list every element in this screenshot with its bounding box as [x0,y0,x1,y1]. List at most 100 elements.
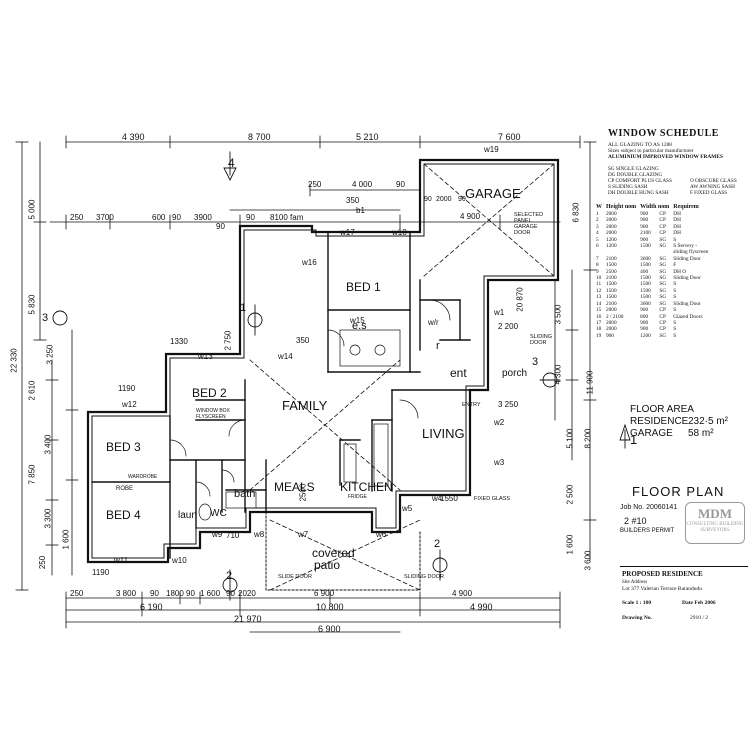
table-cell: 900 [640,211,649,217]
section-marker-2-right: 2 [434,538,441,550]
table-cell: 2100 [606,275,617,282]
table-cell: 1500 [640,262,651,269]
dim-right-4: 11 900 [585,370,595,395]
table-cell: SG [659,268,667,275]
note-sliding: SLIDING DOOR [530,334,553,346]
dim-row2-7: 350 [346,196,360,205]
note-window-opening: WINDOW BOX [196,408,230,414]
dim-row2-8: b1 [356,206,365,215]
table-row: sliding flyscreen [596,249,711,255]
dim-left-2: 22 330 [9,348,19,373]
dim-overall-width: 21 970 [234,614,262,624]
dim-right-2: 20 870 [515,287,525,312]
table-cell: 2000 [606,307,617,314]
floor-area-garage-label: GARAGE [630,428,673,439]
dimension-lines-bottom [65,591,561,633]
dim-left-9: 250 [38,555,48,570]
dim-bottom1-6: 90 [226,589,235,598]
table-cell: DH [673,211,681,217]
table-cell: 11 [596,281,602,288]
key-left-4: DH DOUBLE HUNG SASH [608,190,669,196]
table-header-row: W Height nom Width nom Requirem [596,204,711,211]
schedule-line-1: ALL GLAZING TO AS 1288 [608,142,672,148]
room-label-family: FAMILY [282,398,328,413]
table-cell: 900 [640,319,649,326]
dim-bottom1-3: 1800 [166,589,184,598]
dim-row2-9: 90 [424,196,432,203]
table-cell: 9 [596,268,599,275]
dim-misc-0: 1330 [170,337,188,346]
dim-misc-3: 2 200 [498,322,519,331]
table-cell: DH [673,217,681,224]
dim-misc-6: 90 [216,222,225,231]
note-wardrobe: WARDROBE [128,474,158,480]
table-cell: Sliding Door [673,275,701,282]
table-cell: 6 [596,243,599,250]
schedule-line-3: ALUMINIUM IMPROVED WINDOW FRAMES [608,154,723,160]
room-label-kitchen: KITCHEN [340,480,393,494]
stamp-job-no: Job No. 20060141 [620,504,678,511]
room-label-ensuite: e.s [352,320,367,332]
stamp-logo-sub: CONSULTING BUILDING SURVEYORS [686,522,744,533]
table-cell: 3600 [640,300,651,307]
table-cell: 1200 [606,236,617,243]
window-label-w11: w11 [114,556,129,565]
dimension-lines-left [15,141,79,591]
dim-right-1: 3 500 [553,304,563,325]
site-address: Lot 377 Valerian Terrace Barandudu [622,586,703,592]
section-marker-3-left: 3 [42,312,49,324]
table-cell: 5 [596,236,599,243]
key-right-2: F FIXED GLASS [690,190,728,196]
stamp-builders-permit: BUILDERS PERMIT [620,528,675,534]
door-swings [169,299,451,497]
table-cell: 2 / 2100 [606,313,624,320]
table-cell: 900 [606,332,614,339]
table-cell: SG [659,236,667,243]
date: Date Feb 2006 [682,600,716,606]
table-cell: 1200 [640,332,651,339]
table-cell: 900 [640,326,649,333]
table-cell: SG [659,300,667,307]
table-cell: 13 [596,294,602,301]
table-cell: 2000 [606,211,617,217]
dim-left-3: 2 610 [27,380,37,401]
dim-right-3: 4 300 [553,364,563,385]
table-cell: 2000 [606,223,617,230]
table-cell: DH [673,223,681,230]
dim-misc-8: 2500 [298,483,308,502]
table-cell: Glazed Doors [673,313,703,320]
dim-misc-5: 3 250 [498,400,519,409]
table-cell: 2100 [640,230,651,237]
table-cell: 2000 [606,326,617,333]
dim-top-3: 7 600 [498,132,521,142]
table-cell: 17 [596,319,602,326]
window-label-w19: w19 [484,145,499,154]
dim-row2-3: 90 [172,213,181,222]
dim-left-7: 3 300 [43,508,53,529]
table-cell: S [673,287,677,294]
dim-misc-9: 350 [296,336,310,345]
dim-bottom1-0: 250 [70,589,84,598]
dim-row2-11: 90 [458,196,466,203]
dim-garage-0: 250 [308,180,322,189]
window-label-w13: w13 [198,352,213,361]
room-label-robe: ROBE [116,486,134,492]
note-sliding-door: SLIDING DOOR [404,574,445,580]
note-entry: ENTRY [462,402,481,408]
table-cell: DH [673,230,681,237]
table-cell: SG [659,294,667,301]
table-cell: S [673,332,677,339]
dim-right-5: 5 100 [565,428,575,449]
dim-right-8: 3 600 [583,550,593,571]
room-label-wc: WC [210,508,227,519]
table-cell: 2100 [606,300,617,307]
